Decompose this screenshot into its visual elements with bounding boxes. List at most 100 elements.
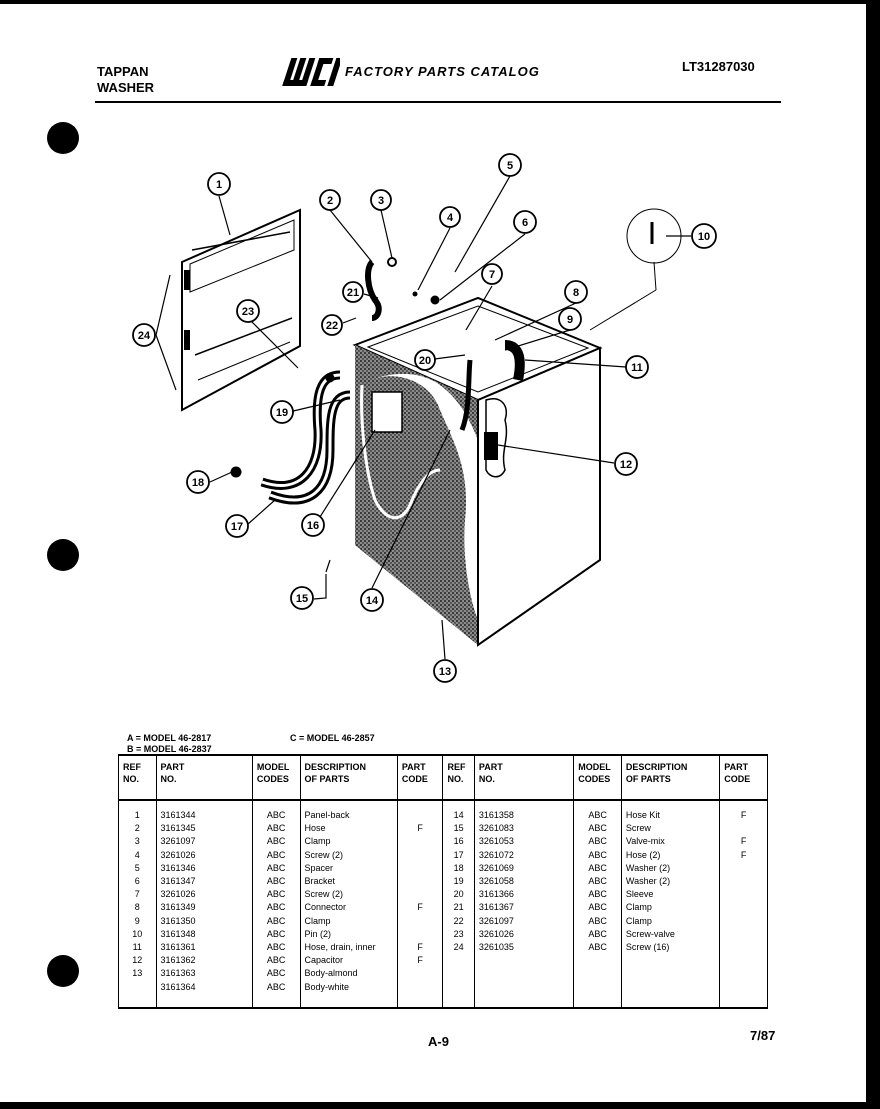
- revision-date: 7/87: [750, 1028, 776, 1043]
- svg-text:6: 6: [522, 217, 528, 229]
- callout-9: 9: [558, 307, 582, 331]
- binder-hole-bottom: [47, 955, 79, 987]
- cell-r-desc: Washer (2): [620, 861, 721, 876]
- binder-hole-top: [47, 122, 79, 154]
- cell-l-model: ABC: [251, 901, 301, 915]
- cell-r-code: [719, 822, 768, 836]
- cell-l-ref: 9: [118, 914, 157, 928]
- cell-l-model: ABC: [251, 848, 301, 862]
- svg-text:18: 18: [192, 477, 204, 489]
- cell-l-model: ABC: [251, 835, 301, 849]
- cell-r-code: F: [719, 835, 768, 849]
- cell-r-model: ABC: [573, 875, 622, 889]
- cell-l-desc: Clamp: [299, 835, 398, 849]
- cell-l-desc: Screw (2): [299, 848, 398, 862]
- cell-r-ref: 23: [442, 927, 475, 942]
- svg-text:21: 21: [347, 287, 359, 299]
- cell-r-model: ABC: [573, 861, 622, 876]
- cell-r-part: 3261072: [473, 848, 575, 862]
- cell-l-code: [396, 875, 444, 889]
- cell-l-model: ABC: [251, 861, 301, 876]
- cell-r-ref: 22: [442, 914, 475, 928]
- cell-l-ref: 3: [118, 835, 157, 849]
- cell-r-part: 3261069: [473, 861, 575, 876]
- cell-l-part: 3161347: [155, 875, 253, 889]
- svg-text:15: 15: [296, 593, 308, 605]
- callout-6: 6: [513, 210, 537, 234]
- cell-r-model: ABC: [573, 822, 622, 836]
- cell-l-code: [396, 980, 444, 1009]
- cell-r-part: 3261053: [473, 835, 575, 849]
- cell-l-ref: 11: [118, 941, 157, 955]
- cell-r-desc: Screw-valve: [620, 927, 721, 942]
- model-c: C = MODEL 46-2857: [290, 733, 375, 743]
- cell-l-part: 3161362: [155, 954, 253, 968]
- cell-l-ref: 2: [118, 822, 157, 836]
- cell-l-code: [396, 861, 444, 876]
- cell-r-code: [719, 967, 768, 981]
- svg-text:14: 14: [366, 595, 379, 607]
- cell-r-desc: [620, 967, 721, 981]
- callout-24: 24: [132, 323, 156, 347]
- cell-l-ref: [118, 980, 157, 1009]
- callout-11: 11: [625, 355, 649, 379]
- cell-l-code: [396, 967, 444, 981]
- cell-r-part: [473, 980, 575, 1009]
- cell-l-code: [396, 914, 444, 928]
- cell-r-desc: Clamp: [620, 901, 721, 915]
- cell-l-ref: 4: [118, 848, 157, 862]
- cell-r-ref: 14: [442, 800, 475, 823]
- svg-text:20: 20: [419, 355, 431, 367]
- svg-text:19: 19: [276, 407, 288, 419]
- cell-r-model: ABC: [573, 888, 622, 902]
- callout-2: 2: [319, 189, 341, 211]
- cell-r-desc: Hose Kit: [620, 800, 721, 823]
- cell-r-part: 3261058: [473, 875, 575, 889]
- svg-text:10: 10: [698, 231, 710, 243]
- svg-text:3: 3: [378, 195, 384, 207]
- cell-r-part: 3261097: [473, 914, 575, 928]
- svg-text:17: 17: [231, 521, 243, 533]
- cell-l-ref: 10: [118, 927, 157, 942]
- cell-r-model: [573, 980, 622, 1009]
- cell-l-part: 3161350: [155, 914, 253, 928]
- cell-r-ref: 16: [442, 835, 475, 849]
- cell-r-ref: 20: [442, 888, 475, 902]
- document-number: LT31287030: [682, 59, 755, 74]
- cell-l-part: 3261097: [155, 835, 253, 849]
- cell-r-desc: Valve-mix: [620, 835, 721, 849]
- callout-22: 22: [321, 314, 343, 336]
- cell-l-part: 3261026: [155, 888, 253, 902]
- exploded-parts-diagram: 1 2 3 4 5 6 7 8 9 10 11 12 13 14 15 16 1…: [132, 153, 717, 683]
- cell-l-model: ABC: [251, 822, 301, 836]
- cell-l-desc: Spacer: [299, 861, 398, 876]
- callout-19: 19: [270, 400, 294, 424]
- cell-r-desc: Screw (16): [620, 941, 721, 955]
- cell-r-part: 3161366: [473, 888, 575, 902]
- svg-text:23: 23: [242, 306, 254, 318]
- svg-text:8: 8: [573, 287, 579, 299]
- callout-8: 8: [564, 280, 588, 304]
- svg-text:1: 1: [216, 179, 222, 191]
- callout-10: 10: [691, 223, 717, 249]
- cell-r-ref: 18: [442, 861, 475, 876]
- model-b: B = MODEL 46-2837: [127, 744, 212, 754]
- cell-l-code: F: [396, 954, 444, 968]
- binder-hole-middle: [47, 539, 79, 571]
- cell-l-part: 3161345: [155, 822, 253, 836]
- cell-r-ref: 24: [442, 941, 475, 955]
- callout-17: 17: [225, 514, 249, 538]
- brand-line-2: WASHER: [97, 80, 155, 95]
- scan-edge-top: [0, 0, 880, 4]
- cell-l-part: 3161361: [155, 941, 253, 955]
- cell-l-desc: Bracket: [299, 875, 398, 889]
